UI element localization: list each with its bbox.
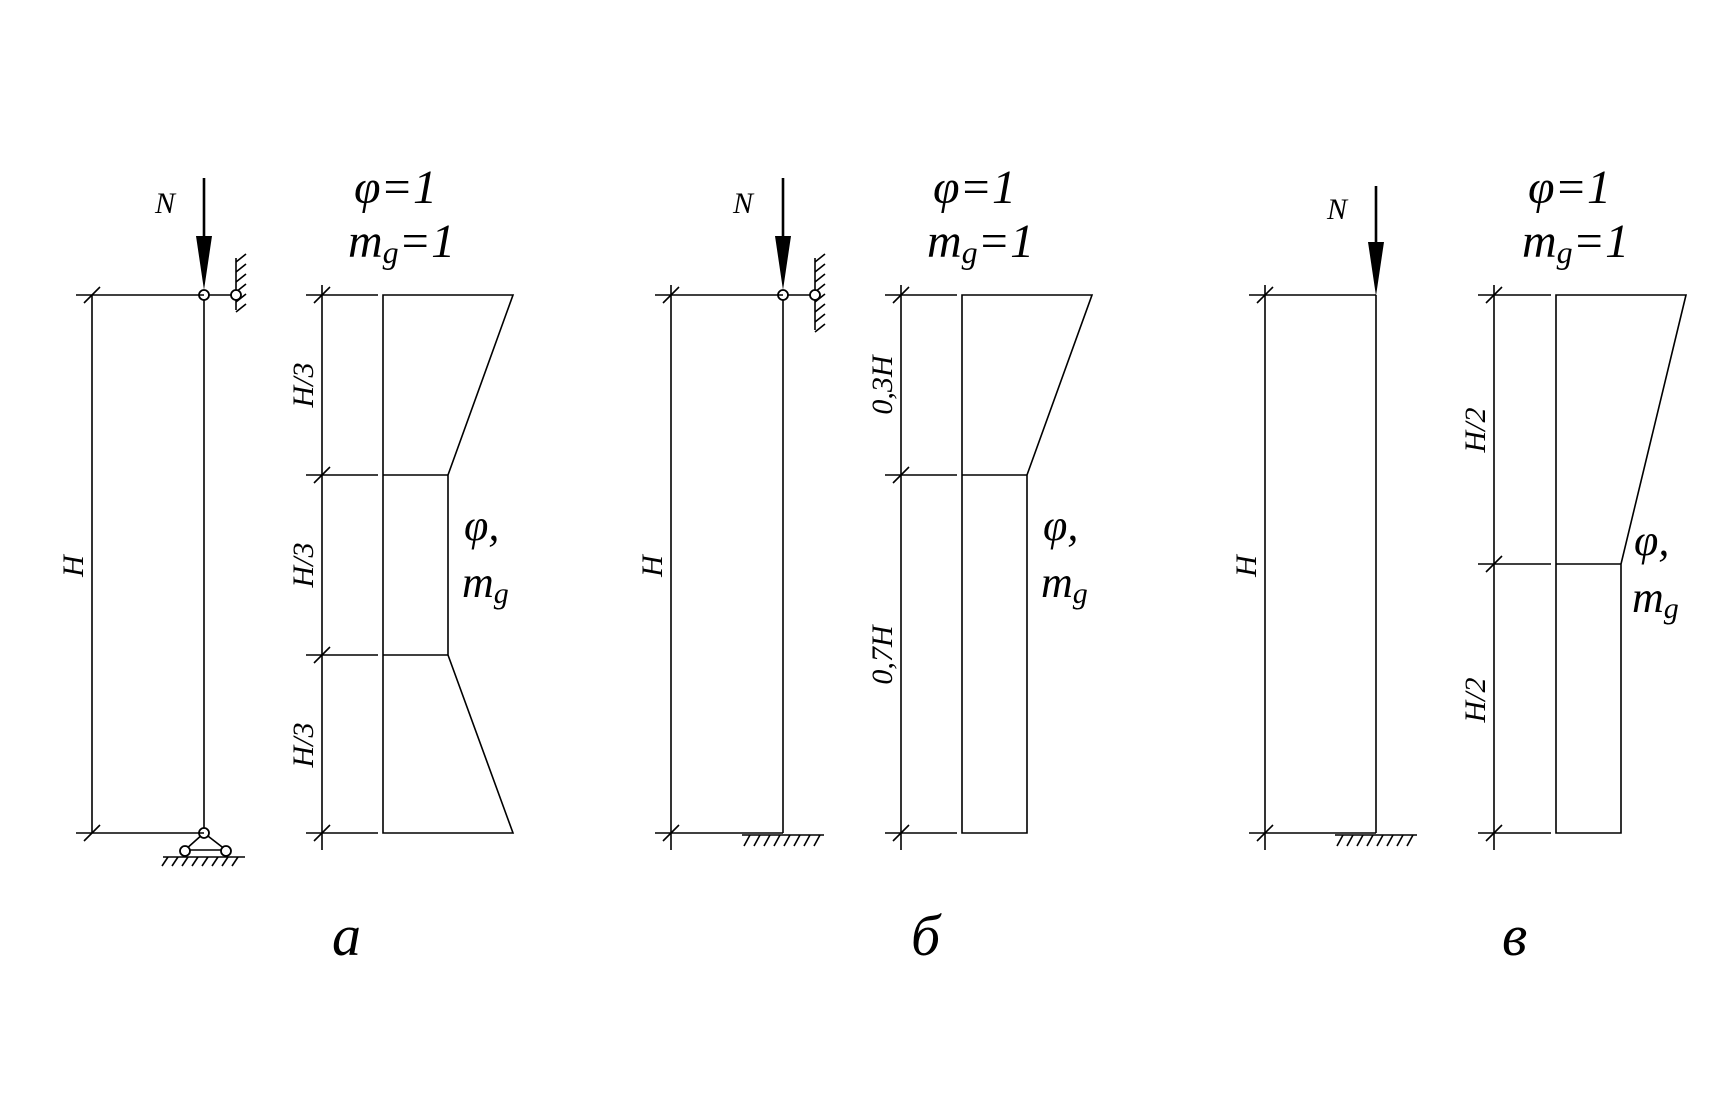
side-label-phi: φ, bbox=[1634, 516, 1669, 565]
segment-label-2: 0,7H bbox=[866, 623, 899, 685]
top-label-phi: φ=1 bbox=[354, 161, 437, 214]
coefficient-diagram-a: φ=1 mg=1 H/3 H/3 H/3 φ, mg bbox=[287, 161, 515, 850]
top-label-phi: φ=1 bbox=[933, 161, 1016, 214]
diagram-outline bbox=[1555, 294, 1688, 834]
side-label-phi: φ, bbox=[464, 501, 499, 550]
segment-label-2: H/2 bbox=[1459, 678, 1492, 724]
bottom-support-hatch bbox=[1336, 834, 1414, 847]
height-label: H bbox=[1230, 553, 1263, 578]
top-support-hatch bbox=[235, 253, 247, 313]
bottom-support-hatch bbox=[743, 834, 821, 847]
column-scheme-b: N bbox=[636, 178, 826, 850]
side-label-mg: mg bbox=[1632, 573, 1679, 625]
coefficient-diagram-v: φ=1 mg=1 H/2 H/2 φ, mg bbox=[1459, 161, 1688, 850]
top-label-mg: mg=1 bbox=[927, 215, 1034, 270]
caption-v: в bbox=[1502, 903, 1527, 968]
load-arrow bbox=[1368, 186, 1384, 296]
column-scheme-v: N H bbox=[1230, 186, 1417, 850]
top-label-mg: mg=1 bbox=[348, 215, 455, 270]
height-label: H bbox=[636, 553, 669, 578]
segment-label-1: H/3 bbox=[287, 363, 320, 409]
segment-label-1: 0,3H bbox=[866, 353, 899, 415]
top-label-mg: mg=1 bbox=[1522, 215, 1629, 270]
height-dimension bbox=[655, 285, 783, 850]
top-label-phi: φ=1 bbox=[1528, 161, 1611, 214]
top-support-hatch bbox=[814, 253, 826, 333]
load-arrow bbox=[775, 178, 791, 290]
diagram-outline bbox=[961, 294, 1094, 834]
load-label: N bbox=[1326, 193, 1349, 226]
side-label-mg: mg bbox=[462, 558, 509, 610]
column-scheme-a: N bbox=[57, 178, 247, 867]
load-label: N bbox=[154, 187, 177, 220]
side-label-phi: φ, bbox=[1043, 501, 1078, 550]
height-dimension bbox=[76, 286, 204, 842]
load-arrow bbox=[196, 178, 212, 290]
caption-a: а bbox=[332, 903, 361, 968]
segment-label-3: H/3 bbox=[287, 723, 320, 769]
panel-a: N bbox=[57, 161, 515, 968]
segment-dimension bbox=[1478, 285, 1551, 850]
bottom-support-hatch bbox=[161, 856, 239, 867]
load-label: N bbox=[732, 187, 755, 220]
segment-dimension bbox=[885, 285, 957, 850]
segment-label-2: H/3 bbox=[287, 543, 320, 589]
panel-v: N H φ=1 m bbox=[1230, 161, 1688, 968]
side-label-mg: mg bbox=[1041, 558, 1088, 610]
height-dimension bbox=[1249, 285, 1376, 850]
caption-b: б bbox=[911, 903, 942, 968]
segment-dimension bbox=[306, 285, 378, 850]
segment-label-1: H/2 bbox=[1459, 408, 1492, 454]
coefficient-diagram-b: φ=1 mg=1 0,3H 0,7H φ, mg bbox=[866, 161, 1094, 850]
panel-b: N bbox=[636, 161, 1094, 968]
height-label: H bbox=[57, 553, 90, 578]
